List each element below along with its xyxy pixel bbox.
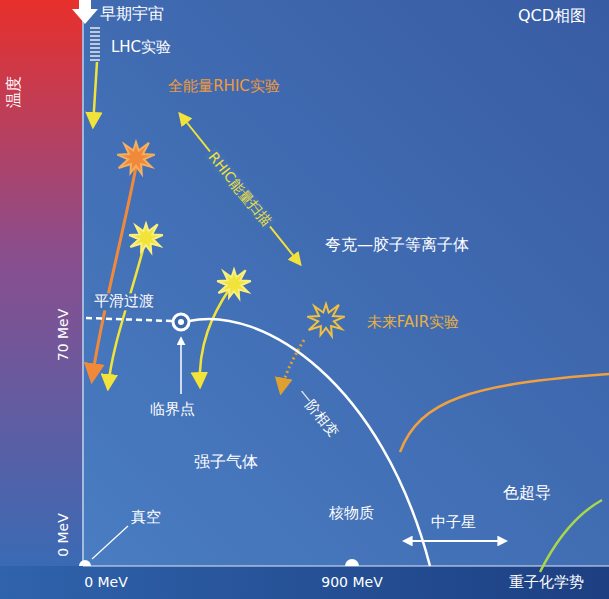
csc-boundary bbox=[540, 500, 602, 572]
tick-label: 0 MeV bbox=[84, 574, 128, 590]
first-order-line bbox=[189, 319, 430, 566]
trail-stripe bbox=[90, 43, 100, 45]
tick-label: 70 MeV bbox=[55, 309, 71, 362]
scan-trajectory bbox=[108, 242, 145, 388]
phase-label: 强子气体 bbox=[194, 453, 258, 471]
scan-arrow bbox=[180, 114, 300, 264]
csc-boundary bbox=[400, 374, 609, 452]
trail-stripe bbox=[90, 31, 100, 33]
range-label: 中子星 bbox=[431, 514, 476, 531]
neutron-star-range bbox=[404, 540, 506, 542]
phase-label: 夸克—胶子等离子体 bbox=[325, 236, 469, 254]
transition-label: 平滑过渡 bbox=[91, 293, 157, 310]
point-label: 真空 bbox=[131, 509, 161, 526]
collision-star bbox=[117, 142, 154, 174]
critical-point-pointer bbox=[180, 338, 182, 394]
collision-star bbox=[217, 270, 251, 299]
tick-label: 900 MeV bbox=[321, 574, 382, 590]
experiment-label: RHIC能量扫描 bbox=[203, 147, 276, 232]
axis-title: 重子化学势 bbox=[509, 574, 584, 591]
experiment-label: 全能量RHIC实验 bbox=[168, 78, 280, 95]
critical-point-core bbox=[178, 319, 184, 325]
potential-bar bbox=[0, 566, 609, 599]
early-universe-arrow bbox=[72, 0, 98, 24]
lhc-trajectory bbox=[93, 62, 97, 126]
trail-stripe bbox=[90, 35, 100, 37]
point-label: 核物质 bbox=[329, 505, 374, 522]
experiment-label: 未来FAIR实验 bbox=[367, 314, 459, 331]
nuclear-matter-point bbox=[345, 559, 359, 566]
temperature-axis bbox=[82, 0, 83, 566]
trail-stripe bbox=[90, 27, 100, 29]
collision-star bbox=[307, 304, 344, 336]
experiment-label: LHC实验 bbox=[111, 39, 171, 56]
temperature-bar bbox=[0, 0, 82, 566]
critical-point bbox=[173, 314, 189, 330]
vacuum-point bbox=[79, 560, 91, 566]
vacuum-leader bbox=[92, 526, 128, 559]
point-label: 临界点 bbox=[150, 401, 195, 418]
trail-stripe bbox=[90, 51, 100, 53]
collision-star bbox=[129, 224, 163, 253]
trail-stripe bbox=[90, 55, 100, 57]
universe-trail bbox=[90, 28, 100, 60]
diagram-title: QCD相图 bbox=[518, 7, 586, 25]
trail-stripe bbox=[90, 39, 100, 41]
axis-title: 温度 bbox=[5, 76, 23, 108]
transition-label: 一阶相变 bbox=[292, 384, 344, 442]
scan-trajectory bbox=[200, 288, 230, 386]
crossover-line bbox=[86, 318, 172, 321]
tick-label: 0 MeV bbox=[55, 513, 71, 557]
axis-note: 早期宇宙 bbox=[100, 5, 164, 23]
trail-stripe bbox=[90, 47, 100, 49]
trail-stripe bbox=[90, 59, 100, 61]
phase-label: 色超导 bbox=[503, 484, 551, 502]
